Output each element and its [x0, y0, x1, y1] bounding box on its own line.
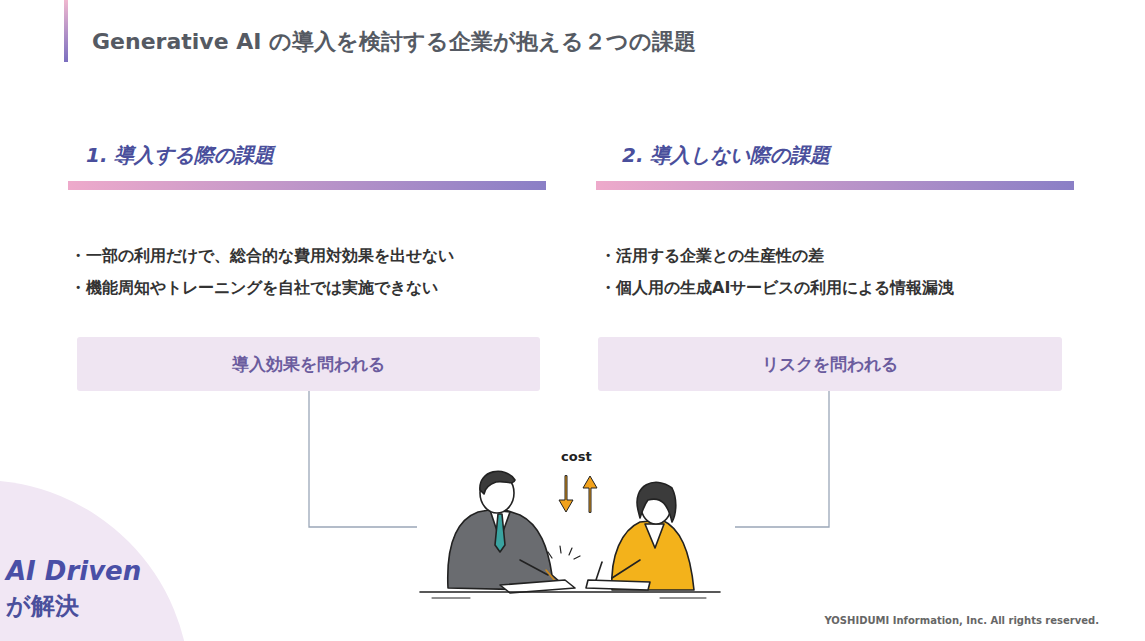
result-box: 導入効果を問われる: [77, 337, 540, 391]
result-box: リスクを問われる: [598, 337, 1062, 391]
meeting-illustration: [420, 471, 720, 598]
heading-underline: [68, 181, 546, 190]
leader-line: [735, 391, 829, 527]
heading-underline: [596, 181, 1074, 190]
solution-circle: AI Driven が解決: [0, 480, 190, 641]
leader-line: [309, 391, 417, 527]
cost-label: cost: [561, 449, 592, 464]
title-accent-bar: [64, 0, 68, 62]
solution-text: が解決: [6, 590, 79, 622]
box-text: 導入効果を問われる: [232, 353, 385, 376]
bullet-text: ・一部の利用だけで、総合的な費用対効果を出せない: [70, 246, 454, 267]
brand-text: AI Driven: [6, 556, 141, 586]
box-text: リスクを問われる: [762, 353, 898, 376]
bullet-text: ・機能周知やトレーニングを自社では実施できない: [70, 278, 438, 299]
copyright: YOSHIDUMI Information, Inc. All rights r…: [824, 615, 1099, 626]
bullet-text: ・活用する企業との生産性の差: [600, 246, 824, 267]
section-heading: 1. 導入する際の課題: [86, 142, 274, 169]
section-heading: 2. 導入しない際の課題: [622, 142, 830, 169]
bullet-text: ・個人用の生成AIサービスの利用による情報漏洩: [600, 278, 954, 299]
slide-title: Generative AI の導入を検討する企業が抱える２つの課題: [92, 27, 696, 57]
